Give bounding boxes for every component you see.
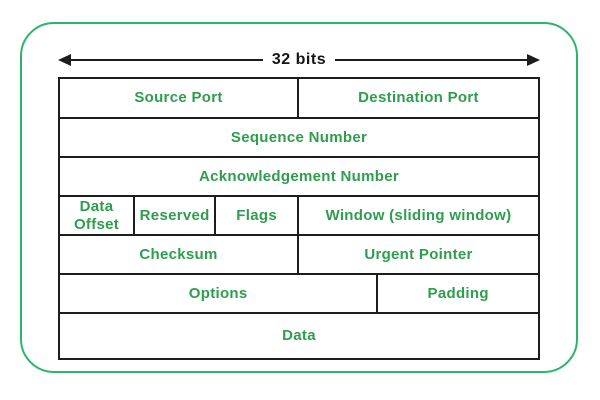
- bit-width-label: 32 bits: [271, 51, 327, 68]
- field-cell-urgent-pointer: Urgent Pointer: [299, 236, 538, 273]
- field-label: Data Offset: [73, 197, 120, 233]
- field-label: Window (sliding window): [325, 206, 512, 224]
- field-label: Acknowledgement Number: [199, 167, 399, 185]
- table-row: Checksum Urgent Pointer: [60, 236, 538, 275]
- field-cell-options: Options: [60, 275, 379, 312]
- field-cell-data: Data: [60, 314, 538, 358]
- field-label: Checksum: [139, 245, 218, 263]
- table-row: Options Padding: [60, 275, 538, 314]
- field-label: Data: [282, 327, 316, 344]
- field-cell-data-offset: Data Offset: [60, 197, 136, 234]
- field-label: Padding: [427, 284, 489, 302]
- arrow-left-icon: [58, 54, 71, 66]
- field-cell-checksum: Checksum: [60, 236, 299, 273]
- field-cell-acknowledgement-number: Acknowledgement Number: [60, 158, 538, 195]
- bit-width-indicator: 32 bits: [58, 51, 540, 68]
- field-label: Options: [188, 284, 248, 302]
- field-label: Sequence Number: [230, 128, 368, 146]
- field-label: Flags: [236, 206, 277, 224]
- field-cell-reserved: Reserved: [135, 197, 217, 234]
- table-row: Acknowledgement Number: [60, 158, 538, 197]
- field-label: Urgent Pointer: [364, 245, 473, 263]
- field-label: Source Port: [134, 89, 223, 106]
- table-row: Source Port Destination Port: [60, 79, 538, 119]
- field-cell-destination-port: Destination Port: [299, 79, 538, 117]
- field-cell-padding: Padding: [378, 275, 538, 312]
- table-row: Sequence Number: [60, 119, 538, 158]
- arrow-line-right: [335, 59, 527, 61]
- field-label: Reserved: [139, 206, 210, 224]
- arrow-line-left: [71, 59, 263, 61]
- field-cell-flags: Flags: [216, 197, 299, 234]
- field-label: Destination Port: [358, 89, 479, 106]
- field-cell-source-port: Source Port: [60, 79, 299, 117]
- arrow-right-icon: [527, 54, 540, 66]
- table-row: Data: [60, 314, 538, 358]
- table-row: Data Offset Reserved Flags Window (sliding …: [60, 197, 538, 236]
- field-cell-window-sliding-window: Window (sliding window): [299, 197, 538, 234]
- field-cell-sequence-number: Sequence Number: [60, 119, 538, 156]
